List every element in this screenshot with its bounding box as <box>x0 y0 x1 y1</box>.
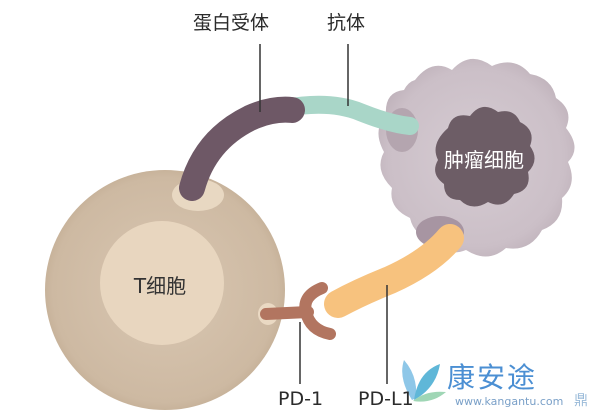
antibody-label: 抗体 <box>327 12 366 34</box>
watermark-name: 康安途 <box>447 361 538 394</box>
pd-1-cup <box>299 282 336 340</box>
watermark-mark: 鼎 <box>574 393 588 409</box>
pdl1-label: PD-L1 <box>358 388 414 410</box>
receptor-label: 蛋白受体 <box>193 12 270 34</box>
antibody <box>276 95 419 135</box>
t-cell-label: T细胞 <box>133 274 187 298</box>
pd-l1 <box>324 224 464 318</box>
tumor-cell-label: 肿瘤细胞 <box>444 148 524 172</box>
t-cell-nucleus <box>100 221 224 345</box>
leaf-logo-icon <box>402 360 446 402</box>
watermark-url: www.kangantu.com <box>455 395 564 408</box>
pd1-label: PD-1 <box>278 388 324 410</box>
protein-receptor <box>179 96 305 201</box>
tumor-cell-nucleus <box>435 106 535 207</box>
